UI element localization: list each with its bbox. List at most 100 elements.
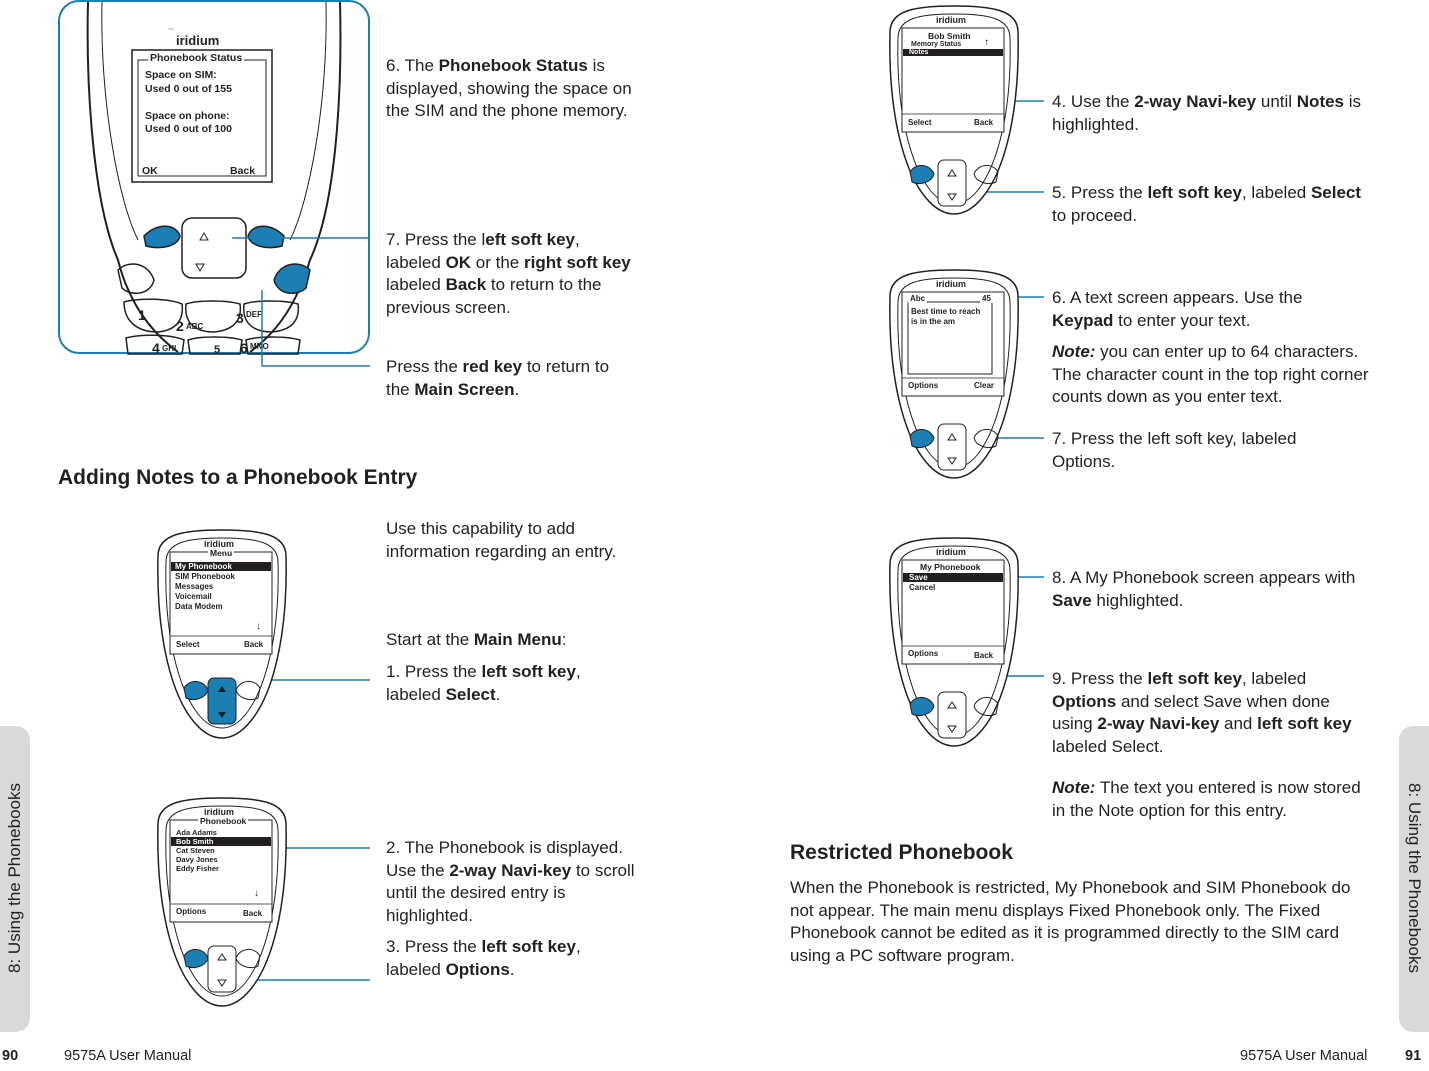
note-text-line: is in the am <box>911 317 956 326</box>
step-bold: right soft key <box>523 252 631 272</box>
step-text: The <box>404 56 439 75</box>
iridium-logo: iridium <box>936 15 967 25</box>
step-text: The Phonebook is displayed. Use the <box>386 838 623 880</box>
step-text: A text screen appears. Use the <box>1069 288 1303 307</box>
iridium-logo: iridium <box>204 539 235 549</box>
step-number: 2. <box>386 838 401 857</box>
step-bold: Main Screen <box>414 379 515 399</box>
step-number: 4. <box>1052 92 1067 111</box>
step-text: Press the <box>386 357 463 376</box>
contact-item: Ada Adams <box>176 828 217 837</box>
screen-title: Bob Smith <box>926 31 973 41</box>
step-text: Press the <box>404 937 482 956</box>
step-text: . <box>509 959 515 979</box>
step-text: to return to the previous screen. <box>386 275 602 317</box>
keypad-key-6: 6 <box>240 340 248 356</box>
soft-key-label-right: Back <box>230 165 256 177</box>
note-text-line: Best time to reach <box>911 307 981 316</box>
scroll-up-arrow-icon: ↑ <box>984 37 989 48</box>
step-text: to scroll until the desired entry is hig… <box>386 860 635 925</box>
contact-options-phone-illustration: iridium Bob Smith Memory Status ↑ Notes … <box>886 4 1022 216</box>
keypad-key-3-letters: DEF <box>246 310 262 319</box>
character-count: 45 <box>980 294 993 303</box>
step-7-right: 7. Press the left soft key, labeled Opti… <box>1052 428 1322 473</box>
step-number: 6. <box>1052 288 1067 307</box>
step-bold: left soft key <box>481 662 576 681</box>
step-text: to return to the <box>386 357 610 399</box>
page-number-right: 91 <box>1405 1048 1422 1064</box>
chapter-tab-left <box>0 726 30 1032</box>
note-label: Note: <box>1052 342 1096 361</box>
step-bold: left soft key <box>1147 183 1242 202</box>
option-item: Cancel <box>909 583 936 592</box>
step-5: 5. Press the left soft key, labeled Sele… <box>1052 182 1377 227</box>
step-number: 9. <box>1052 669 1067 688</box>
option-item-highlighted: Save <box>903 573 1003 582</box>
screen-title: Menu <box>208 548 235 558</box>
iridium-logo: iridium <box>204 807 235 817</box>
step-bold: 2-way Navi-key <box>1097 714 1220 733</box>
step-6-left: 6. The Phonebook Status is displayed, sh… <box>386 55 638 123</box>
screen-title: My Phonebook <box>918 562 983 572</box>
step-text: Press the l <box>404 230 486 249</box>
step-text: : <box>561 630 567 649</box>
scroll-down-arrow-icon: ↓ <box>256 621 261 632</box>
menu-item: Messages <box>175 582 214 591</box>
svg-text:⋯: ⋯ <box>168 27 174 33</box>
step-bold: Options <box>445 959 510 979</box>
step-number: 8. <box>1052 568 1067 587</box>
step-1: 1. Press the left soft key, labeled Sele… <box>386 661 606 706</box>
step-bold: 2-way Navi-key <box>1134 92 1257 111</box>
step-bold: left soft key <box>481 937 576 956</box>
step-7-left: 7. Press the left soft key, labeled OK o… <box>386 229 638 319</box>
keypad-key-2-letters: ABC <box>186 322 204 331</box>
step-number: 5. <box>1052 183 1067 202</box>
step-text: is highlighted. <box>1052 92 1362 134</box>
phonebook-list-phone-illustration: iridium Phonebook Ada Adams Bob Smith Ca… <box>154 796 290 1008</box>
step-text: A My Phonebook screen appears with <box>1069 568 1356 587</box>
chapter-tab-label-left: 8: Using the Phonebooks <box>5 783 24 973</box>
page-number-left: 90 <box>2 1048 19 1064</box>
step-text: to enter your text. <box>1113 310 1251 330</box>
option-item-highlighted: Notes <box>903 49 1003 56</box>
step-number: 7. <box>386 230 401 249</box>
menu-item: Voicemail <box>175 592 212 601</box>
step-bold: Select <box>1310 183 1362 202</box>
keypad-key-4-letters: GHI <box>162 344 177 353</box>
keypad-key-2: 2 <box>176 318 184 334</box>
screen-title: Phonebook Status <box>148 52 245 64</box>
screen-line: Space on phone: <box>145 110 230 122</box>
step-number: 3. <box>386 937 401 956</box>
soft-key-label-left: Options <box>908 381 939 390</box>
step-bold: eft soft key <box>485 230 575 249</box>
step-number: 7. <box>1052 429 1067 448</box>
step-text: until <box>1256 92 1297 111</box>
text-entry-phone-illustration: iridium Abc 45 Best time to reach is in … <box>886 268 1022 480</box>
option-item: Memory Status <box>911 41 962 48</box>
step-4: 4. Use the 2-way Navi-key until Notes is… <box>1052 91 1377 136</box>
iridium-logo: iridium <box>936 279 967 289</box>
step-text: . <box>495 684 501 704</box>
contact-item: Davy Jones <box>176 855 218 864</box>
step-text: Press the <box>1070 669 1148 688</box>
step-number: 1. <box>386 662 401 681</box>
step-text: and select Save when done using <box>1052 691 1330 734</box>
keypad-key-3: 3 <box>236 310 244 326</box>
soft-key-label-right: Back <box>974 118 994 127</box>
step-bold: left soft key <box>1257 714 1352 733</box>
step-8: 8. A My Phonebook screen appears with Sa… <box>1052 567 1377 612</box>
step-text: , labeled <box>1241 669 1307 688</box>
screen-line: Used 0 out of 155 <box>145 83 232 95</box>
scroll-down-arrow-icon: ↓ <box>254 888 259 899</box>
chapter-tab-label-right: 8: Using the Phonebooks <box>1405 783 1424 973</box>
keypad-key-5: 5 <box>214 344 221 356</box>
note-text-stored: Note: The text you entered is now stored… <box>1052 777 1372 822</box>
my-phonebook-save-phone-illustration: iridium My Phonebook Save Cancel Options… <box>886 536 1022 748</box>
step-bold: Options <box>1052 691 1117 711</box>
soft-key-label-right: Back <box>974 651 994 660</box>
step-text: labeled Select. <box>1052 736 1164 756</box>
soft-key-label-left: Select <box>908 118 932 127</box>
iridium-logo: iridium <box>176 33 220 48</box>
step-bold: Select <box>445 684 496 704</box>
step-bold: Back <box>445 275 487 294</box>
